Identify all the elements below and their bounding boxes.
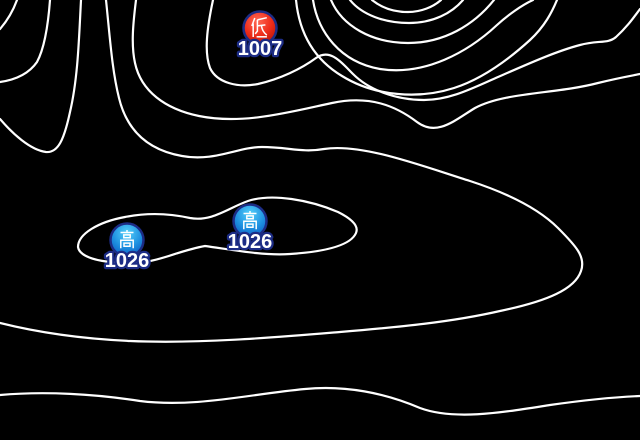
isobar-line bbox=[131, 0, 640, 129]
kanji-high-icon bbox=[243, 211, 257, 230]
isobar-line bbox=[348, 0, 465, 25]
high-pressure-value: 1026 bbox=[105, 250, 150, 272]
isobar-line bbox=[0, 0, 83, 154]
high-pressure-value: 1026 bbox=[228, 231, 273, 253]
low-pressure-circle bbox=[242, 10, 278, 46]
isobar-line bbox=[0, 0, 52, 84]
isobar-line bbox=[370, 0, 443, 14]
kanji-high-icon bbox=[120, 230, 134, 249]
high-pressure-marker: 高 1026 bbox=[103, 222, 152, 274]
isobar-line bbox=[0, 0, 584, 343]
isobar-line bbox=[311, 0, 535, 72]
high-pressure-marker: 高 1026 bbox=[226, 203, 275, 255]
isobar-line bbox=[329, 0, 496, 45]
isobar-line bbox=[76, 196, 358, 265]
isobar-line bbox=[0, 386, 640, 416]
isobar-lines bbox=[0, 0, 640, 416]
low-pressure-value: 1007 bbox=[238, 38, 283, 60]
isobar-line bbox=[294, 0, 559, 96]
kanji-low-icon bbox=[251, 16, 268, 38]
isobar-line bbox=[0, 0, 19, 31]
isobar-line bbox=[205, 0, 640, 102]
low-pressure-marker: 低 1007 bbox=[236, 10, 285, 62]
